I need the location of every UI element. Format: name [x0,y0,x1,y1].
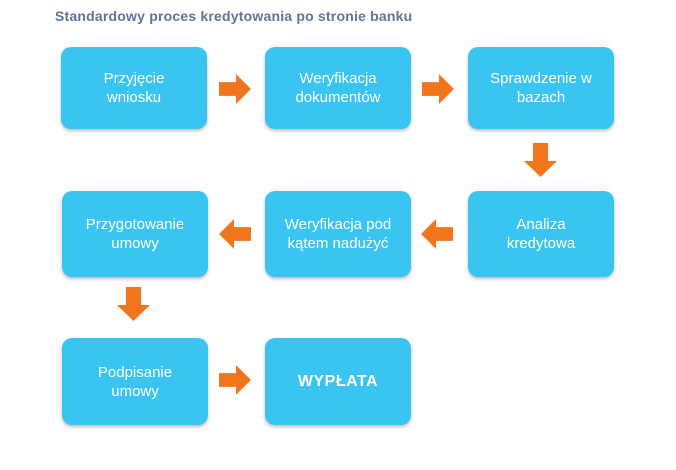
node-przyjecie-wniosku: Przyjęcie wniosku [61,47,207,129]
arrow-right-icon [219,365,251,395]
node-analiza-kredytowa: Analiza kredytowa [468,191,614,277]
arrow-down-icon [524,143,557,177]
node-wyplata: WYPŁATA [265,338,411,425]
arrow-left-icon [421,219,453,249]
arrow-right-icon [219,74,251,104]
arrow-right-icon [422,74,454,104]
node-sprawdzenie-w-bazach: Sprawdzenie w bazach [468,47,614,129]
node-weryfikacja-naduzyc: Weryfikacja pod kątem nadużyć [265,191,411,277]
diagram-title: Standardowy proces kredytowania po stron… [55,8,413,24]
node-podpisanie-umowy: Podpisanie umowy [62,338,208,425]
node-przygotowanie-umowy: Przygotowanie umowy [62,191,208,277]
arrow-down-icon [117,287,150,321]
node-weryfikacja-dokumentow: Weryfikacja dokumentów [265,47,411,129]
arrow-left-icon [219,219,251,249]
